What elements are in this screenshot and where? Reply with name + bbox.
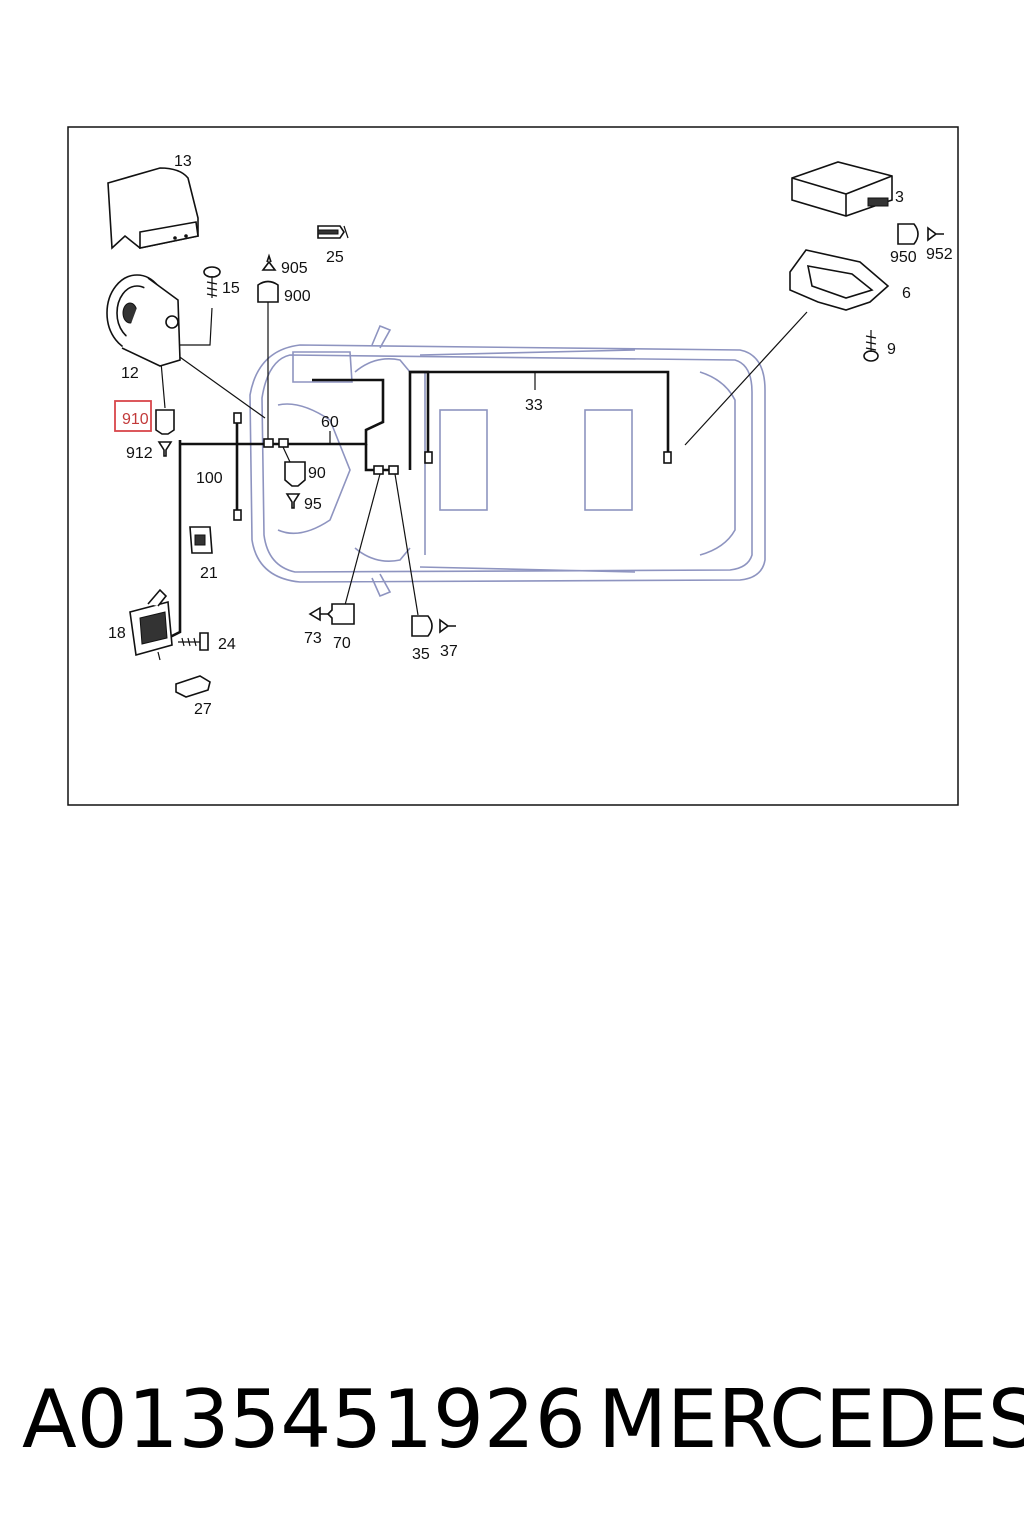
cover-part-13 bbox=[107, 167, 199, 250]
brand-name: MERCEDES bbox=[598, 1373, 1024, 1466]
bracket-part-6 bbox=[789, 249, 890, 311]
label-60: 60 bbox=[321, 414, 339, 431]
label-37: 37 bbox=[440, 643, 458, 660]
label-952: 952 bbox=[926, 246, 953, 263]
seal-part-952 bbox=[927, 226, 944, 242]
label-18: 18 bbox=[108, 625, 126, 642]
label-21: 21 bbox=[200, 565, 218, 582]
wiring-diagram: 13 15 12 910 912 905 900 25 60 100 90 95… bbox=[67, 126, 959, 806]
control-unit-part-18 bbox=[129, 588, 173, 661]
clip-part-27 bbox=[175, 675, 211, 698]
siren-part-12 bbox=[106, 274, 181, 367]
label-905: 905 bbox=[281, 260, 308, 277]
label-3: 3 bbox=[895, 189, 904, 206]
connector-part-70 bbox=[326, 603, 355, 625]
connector-part-35 bbox=[411, 615, 433, 637]
callout-labels: 13 15 12 910 912 905 900 25 60 100 90 95… bbox=[108, 153, 953, 718]
label-33: 33 bbox=[525, 397, 543, 414]
leader-lines bbox=[160, 307, 808, 616]
switch-part-21 bbox=[189, 526, 213, 554]
label-73: 73 bbox=[304, 630, 322, 647]
label-6: 6 bbox=[902, 285, 911, 302]
label-950: 950 bbox=[890, 249, 917, 266]
label-12: 12 bbox=[121, 365, 139, 382]
connector-part-910 bbox=[155, 409, 175, 435]
label-13: 13 bbox=[174, 153, 192, 170]
connectors bbox=[233, 412, 672, 521]
label-15: 15 bbox=[222, 280, 240, 297]
label-70: 70 bbox=[333, 635, 351, 652]
seal-part-37 bbox=[439, 618, 456, 634]
label-900: 900 bbox=[284, 288, 311, 305]
label-9: 9 bbox=[887, 341, 896, 358]
clip-part-25 bbox=[317, 225, 349, 239]
highlight-box bbox=[114, 400, 152, 432]
label-100: 100 bbox=[196, 470, 223, 487]
label-95: 95 bbox=[304, 496, 322, 513]
connector-part-950 bbox=[897, 223, 919, 245]
label-24: 24 bbox=[218, 636, 236, 653]
label-912: 912 bbox=[126, 445, 153, 462]
label-910: 910 bbox=[122, 411, 149, 428]
caption: A0135451926 MERCEDES bbox=[0, 1370, 1024, 1470]
part-number: A0135451926 bbox=[22, 1373, 586, 1466]
label-90: 90 bbox=[308, 465, 326, 482]
bolt-part-24 bbox=[178, 632, 209, 651]
label-35: 35 bbox=[412, 646, 430, 663]
module-part-3 bbox=[791, 161, 893, 217]
connector-part-90 bbox=[284, 461, 306, 487]
diagram-frame bbox=[67, 126, 959, 806]
screw-part-9 bbox=[863, 330, 879, 362]
seal-part-905 bbox=[261, 253, 277, 271]
connector-part-900 bbox=[257, 280, 279, 303]
vehicle-outline bbox=[249, 324, 766, 598]
seal-part-912 bbox=[157, 441, 173, 457]
wiring-harness bbox=[167, 300, 670, 640]
screw-part-15 bbox=[203, 266, 221, 298]
label-27: 27 bbox=[194, 701, 212, 718]
seal-part-95 bbox=[285, 493, 301, 509]
seal-part-73 bbox=[308, 606, 328, 622]
label-25: 25 bbox=[326, 249, 344, 266]
